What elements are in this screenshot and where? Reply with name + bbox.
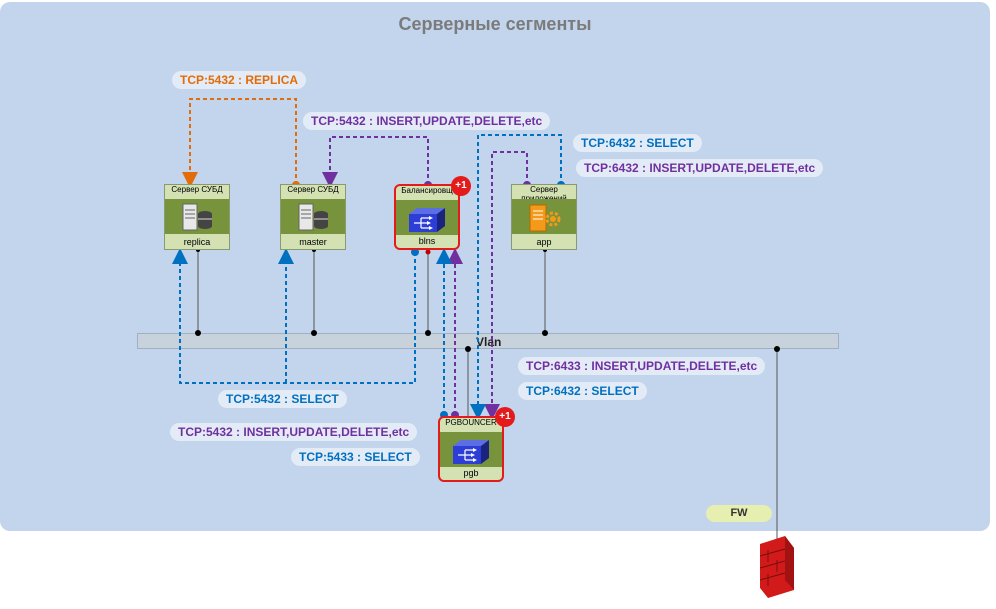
label-pgb-write-6433: TCP:6433 : INSERT,UPDATE,DELETE,etc	[518, 357, 766, 375]
database-server-icon	[298, 203, 328, 231]
node-replica[interactable]: Сервер СУБД replica	[164, 184, 230, 250]
label-app-write: TCP:6432 : INSERT,UPDATE,DELETE,etc	[576, 159, 824, 177]
vlan-bus	[137, 333, 839, 349]
label-app-select: TCP:6432 : SELECT	[573, 134, 702, 152]
node-name: app	[536, 237, 552, 247]
load-balancer-icon	[409, 208, 445, 232]
node-pgb[interactable]: PGBOUNCER pgb	[438, 416, 504, 482]
node-name: replica	[183, 237, 211, 247]
count-badge: +1	[451, 176, 471, 196]
app-pgb-select-link	[470, 134, 562, 420]
firewall-label: FW	[706, 505, 772, 522]
label-pgb-select-5433: TCP:5433 : SELECT	[291, 448, 420, 466]
node-title: Балансировщ	[401, 186, 453, 195]
label-pgb-select-6432: TCP:6432 : SELECT	[518, 382, 647, 400]
application-server-icon	[529, 204, 561, 232]
node-name: blns	[418, 236, 436, 246]
count-badge: +1	[495, 407, 515, 427]
node-title: PGBOUNCER	[445, 418, 497, 427]
label-db-write: TCP:5432 : INSERT,UPDATE,DELETE,etc	[170, 423, 418, 441]
database-server-icon	[182, 203, 212, 231]
node-blns[interactable]: Балансировщ blns	[394, 184, 460, 250]
vlan-label: Vlan	[476, 335, 502, 349]
blns-master-write-link	[322, 136, 429, 188]
firewall-icon	[759, 536, 794, 598]
label-replica: TCP:5432 : REPLICA	[172, 71, 307, 89]
replica-link	[182, 98, 297, 188]
label-db-select: TCP:5432 : SELECT	[218, 390, 347, 408]
node-app[interactable]: Сервер приложений app	[511, 184, 577, 250]
app-pgb-write-link	[484, 151, 528, 420]
node-master[interactable]: Сервер СУБД master	[280, 184, 346, 250]
label-master-write: TCP:5432 : INSERT,UPDATE,DELETE,etc	[303, 112, 551, 130]
diagram-title: Серверные сегменты	[398, 14, 592, 34]
node-name: master	[299, 237, 327, 247]
node-title: Сервер СУБД	[287, 185, 339, 194]
blns-db-select-link	[172, 248, 416, 384]
node-name: pgb	[463, 468, 479, 478]
connection-pooler-icon	[453, 440, 489, 464]
vlan-drop-lines	[197, 250, 778, 540]
node-title: Сервер приложений	[521, 185, 567, 203]
node-title: Сервер СУБД	[171, 185, 223, 194]
